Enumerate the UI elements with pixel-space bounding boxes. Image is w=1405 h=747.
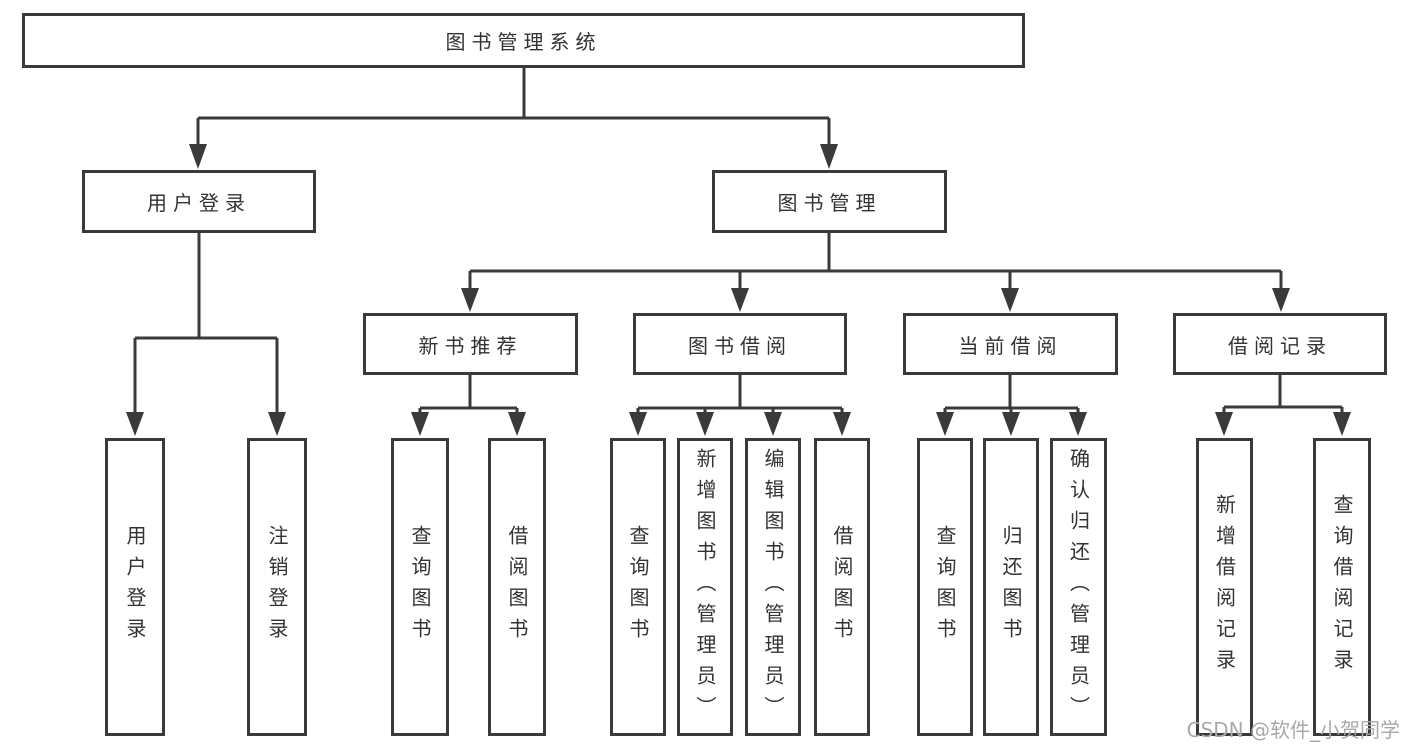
connector-borrow-records-to-leaves xyxy=(1215,375,1351,436)
node-leaf-add-book-admin: 新增图书（管理员） xyxy=(677,438,733,736)
node-user-login: 用户登录 xyxy=(82,170,316,233)
connector-current-borrow-to-leaves xyxy=(936,375,1087,436)
connector-book-borrow-to-leaves xyxy=(629,375,851,436)
node-leaf-confirm-return-admin: 确认归还（管理员） xyxy=(1050,438,1107,736)
node-current-borrow: 当前借阅 xyxy=(903,313,1118,375)
node-library-management-system: 图书管理系统 xyxy=(22,13,1025,68)
node-leaf-query-books-recommend: 查询图书 xyxy=(391,438,449,736)
connector-book-management-to-level3 xyxy=(461,233,1290,312)
connector-new-book-recommend-to-leaves xyxy=(411,375,526,436)
csdn-watermark: CSDN @软件_小贺同学 xyxy=(1186,718,1400,742)
node-leaf-query-books-borrow: 查询图书 xyxy=(610,438,666,736)
node-leaf-logout: 注销登录 xyxy=(247,438,307,736)
node-leaf-borrow-book: 借阅图书 xyxy=(814,438,870,736)
node-leaf-return-book: 归还图书 xyxy=(983,438,1039,736)
node-leaf-query-books-current: 查询图书 xyxy=(917,438,973,736)
connector-user-login-to-leaves xyxy=(126,233,286,436)
node-new-book-recommend: 新书推荐 xyxy=(363,313,578,375)
node-leaf-borrow-books-recommend: 借阅图书 xyxy=(488,438,546,736)
node-book-management: 图书管理 xyxy=(712,170,947,233)
node-borrow-records: 借阅记录 xyxy=(1173,313,1387,375)
node-book-borrow: 图书借阅 xyxy=(633,313,847,375)
node-leaf-query-borrow-record: 查询借阅记录 xyxy=(1313,438,1371,736)
node-leaf-user-login: 用户登录 xyxy=(105,438,165,736)
node-leaf-edit-book-admin: 编辑图书（管理员） xyxy=(745,438,801,736)
connector-root-to-level2 xyxy=(189,68,838,169)
node-leaf-add-borrow-record: 新增借阅记录 xyxy=(1196,438,1253,736)
